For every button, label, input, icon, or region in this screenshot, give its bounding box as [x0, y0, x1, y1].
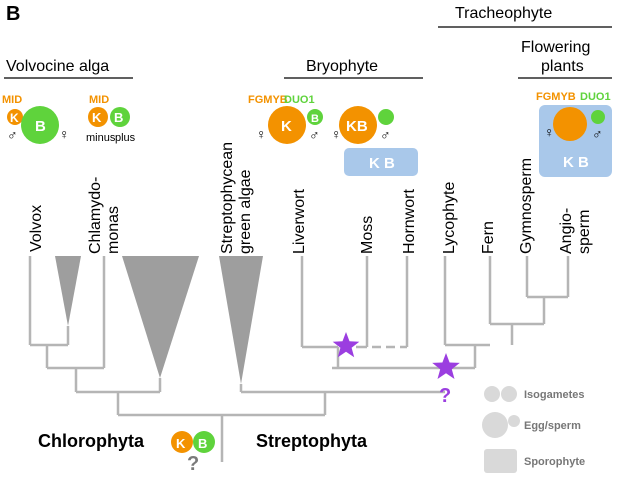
- male-symbol-angio: ♂: [592, 126, 603, 142]
- taxon-hornwort: Hornwort: [401, 189, 418, 254]
- plus-label: plus: [115, 132, 136, 144]
- b-circle-chlamy: [110, 107, 130, 127]
- branch-volvox: [28, 256, 70, 347]
- taxon-strepto-2: green algae: [237, 169, 254, 254]
- male-symbol-liverwort: ♂: [309, 127, 320, 143]
- legend-sperm-circle: [508, 415, 520, 427]
- b-letter-root: B: [198, 436, 207, 451]
- question-mark-tracheophyte: ?: [439, 385, 451, 407]
- female-symbol-angio: ♀: [544, 124, 555, 140]
- k-large-circle-liverwort: [268, 106, 306, 144]
- taxon-moss: Moss: [359, 216, 376, 254]
- taxon-liverwort: Liverwort: [291, 189, 308, 254]
- branch-liverwort: [300, 256, 338, 349]
- branch-moss: [356, 256, 369, 349]
- k-circle-chlamy: [88, 107, 108, 127]
- k-letter-root: K: [176, 436, 186, 451]
- taxon-chlamy-2: monas: [105, 206, 122, 254]
- female-symbol-volvox: ♀: [59, 126, 70, 142]
- mid-label-chlamy: MID: [89, 94, 109, 106]
- star-icon-tracheophyte: [432, 353, 460, 379]
- kb-sporophyte-bryophyte: K B: [369, 155, 395, 172]
- taxon-lycophyte: Lycophyte: [441, 182, 458, 254]
- duo1-label-angio: DUO1: [580, 91, 611, 103]
- branch-lycophyte: [443, 256, 490, 347]
- volvocine-label: Volvocine alga: [6, 58, 109, 75]
- branch-bryo-join: [332, 347, 445, 370]
- branch-root-h: [116, 392, 325, 417]
- k-letter-liverwort: K: [281, 118, 292, 135]
- kb-letter-moss: KB: [346, 118, 368, 135]
- kb-sporophyte-angio: K B: [563, 154, 589, 171]
- kb-large-circle-moss: [339, 106, 377, 144]
- duo1-label-liverwort: DUO1: [284, 94, 315, 106]
- b-letter-volvox: B: [35, 118, 46, 135]
- clade-triangle-chlorophyte: [122, 256, 199, 378]
- sporophyte-box-bryophyte: [344, 148, 418, 176]
- taxon-gymnosperm: Gymnosperm: [518, 158, 535, 254]
- b-large-circle-volvox: [21, 106, 59, 144]
- b-small-circle-liverwort: [307, 109, 323, 125]
- taxon-angio-1: Angio-: [558, 208, 575, 254]
- fgmyb-label-liverwort: FGMYB: [248, 94, 288, 106]
- taxon-volvox: Volvox: [28, 205, 45, 252]
- legend-isogametes: Isogametes: [524, 389, 585, 401]
- flowering-label-1: Flowering: [521, 39, 590, 56]
- b-circle-root: [193, 431, 215, 453]
- egg-circle-angio: [553, 107, 587, 141]
- flowering-label-2: plants: [541, 58, 584, 75]
- branch-strepto: [239, 384, 445, 415]
- female-symbol-liverwort: ♀: [256, 126, 267, 142]
- taxon-strepto-1: Streptophycean: [219, 142, 236, 254]
- bryophyte-label: Bryophyte: [306, 58, 378, 75]
- b-letter-liverwort: B: [311, 113, 319, 125]
- panel-letter: B: [6, 3, 20, 25]
- question-mark-root: ?: [187, 453, 199, 475]
- clade-streptophyta: Streptophyta: [256, 431, 368, 451]
- taxon-angio-2: sperm: [576, 210, 593, 254]
- b-letter-chlamy: B: [114, 110, 123, 125]
- star-icon-bryophyte: [332, 332, 360, 358]
- branch-seed-plants: [525, 256, 570, 299]
- clade-triangle-strepto: [219, 256, 263, 384]
- branch-volvocine-root: [74, 368, 162, 394]
- fgmyb-label-angio: FGMYB: [536, 91, 576, 103]
- legend-isogamete-circle-1: [484, 386, 500, 402]
- branch-fern: [488, 256, 544, 326]
- green-small-circle-moss: [378, 109, 394, 125]
- taxon-fern: Fern: [480, 221, 497, 254]
- branch-tracheophyte: [445, 297, 546, 370]
- legend-isogamete-circle-2: [501, 386, 517, 402]
- mid-label-volvox: MID: [2, 94, 22, 106]
- clade-chlorophyta: Chlorophyta: [38, 431, 145, 451]
- k-letter-chlamy: K: [92, 110, 102, 125]
- male-symbol-volvox: ♂: [7, 127, 18, 143]
- k-small-circle-volvox: [7, 109, 23, 125]
- female-symbol-moss: ♀: [331, 126, 342, 142]
- k-letter-volvox: K: [10, 111, 19, 125]
- k-circle-root: [171, 431, 193, 453]
- legend-egg-sperm: Egg/sperm: [524, 420, 581, 432]
- taxon-chlamy-1: Chlamydo-: [87, 177, 104, 254]
- legend-sporophyte-box: [484, 449, 517, 473]
- tracheophyte-label: Tracheophyte: [455, 5, 552, 22]
- clade-triangle-volvocine-a: [55, 256, 81, 326]
- legend-egg-circle: [482, 412, 508, 438]
- male-symbol-moss: ♂: [380, 127, 391, 143]
- minus-label: minus: [86, 132, 116, 144]
- sperm-circle-angio: [591, 110, 605, 124]
- legend-sporophyte: Sporophyte: [524, 456, 585, 468]
